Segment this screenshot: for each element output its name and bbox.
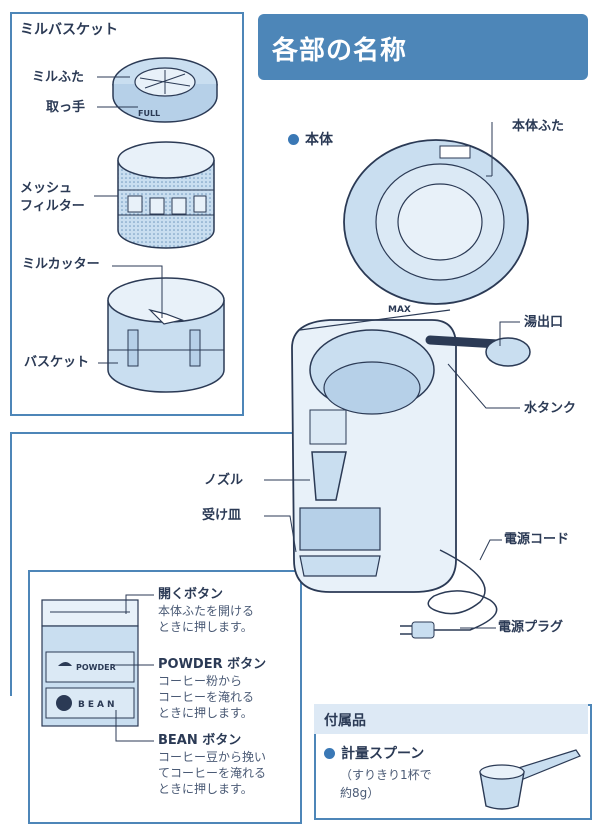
label-water-tank: 水タンク: [524, 401, 577, 416]
label-mesh-1: メッシュ: [20, 181, 73, 196]
accessories-heading: 付属品: [324, 713, 366, 729]
measuring-spoon-illustration: [479, 749, 581, 810]
spoon-title: 計量スプーン: [324, 746, 424, 763]
label-nozzle: ノズル: [204, 473, 244, 488]
open-button-desc-1: 本体ふたを開ける: [158, 604, 255, 618]
basket-illustration: [107, 277, 225, 393]
bullet-icon: [324, 748, 335, 759]
open-button-desc-2: ときに押します。: [158, 620, 253, 634]
open-button-title: 開くボタン: [158, 587, 224, 602]
spoon-desc-2: 約8g）: [340, 786, 380, 800]
label-power-cord: 電源コード: [504, 532, 570, 547]
label-power-plug: 電源プラグ: [498, 620, 564, 635]
powder-button-desc-1: コーヒー粉から: [158, 674, 243, 688]
bean-button-title: BEAN ボタン: [158, 733, 242, 748]
powder-button-desc-3: ときに押します。: [158, 706, 253, 720]
page-title: 各部の名称: [272, 36, 408, 66]
main-body-illustration: [291, 139, 531, 639]
label-handle: 取っ手: [46, 100, 86, 115]
label-mesh-2: フィルター: [20, 199, 85, 214]
full-mark: FULL: [138, 109, 160, 118]
label-tray: 受け皿: [202, 508, 242, 523]
label-mill-cutter: ミルカッター: [22, 257, 100, 272]
button-panel-illustration: [41, 599, 139, 727]
bean-button-desc-3: ときに押します。: [158, 782, 253, 796]
max-mark: MAX: [388, 305, 411, 315]
spoon-desc-1: （すりきり1杯で: [340, 768, 432, 782]
page-title-bar: 各部の名称: [258, 14, 588, 80]
mill-basket-heading: ミルバスケット: [20, 22, 118, 38]
accessories-header: 付属品: [314, 704, 588, 734]
bullet-icon: [288, 134, 299, 145]
mill-lid-illustration: [112, 57, 218, 123]
powder-panel-label: POWDER: [76, 663, 116, 672]
bean-panel-label: BEAN: [78, 700, 118, 710]
label-basket: バスケット: [24, 355, 90, 370]
main-body-heading-text: 本体: [305, 132, 333, 148]
label-spout: 湯出口: [524, 315, 564, 330]
powder-button-desc-2: コーヒーを淹れる: [158, 690, 255, 704]
mesh-filter-illustration: [117, 141, 215, 249]
powder-button-title: POWDER ボタン: [158, 657, 267, 672]
spoon-title-text: 計量スプーン: [341, 746, 425, 762]
bean-button-desc-2: てコーヒーを淹れる: [158, 766, 267, 780]
label-body-lid: 本体ふた: [512, 119, 565, 134]
main-body-heading: 本体: [288, 132, 333, 149]
bean-button-desc-1: コーヒー豆から挽い: [158, 750, 267, 764]
label-mill-lid: ミルふた: [32, 70, 85, 85]
